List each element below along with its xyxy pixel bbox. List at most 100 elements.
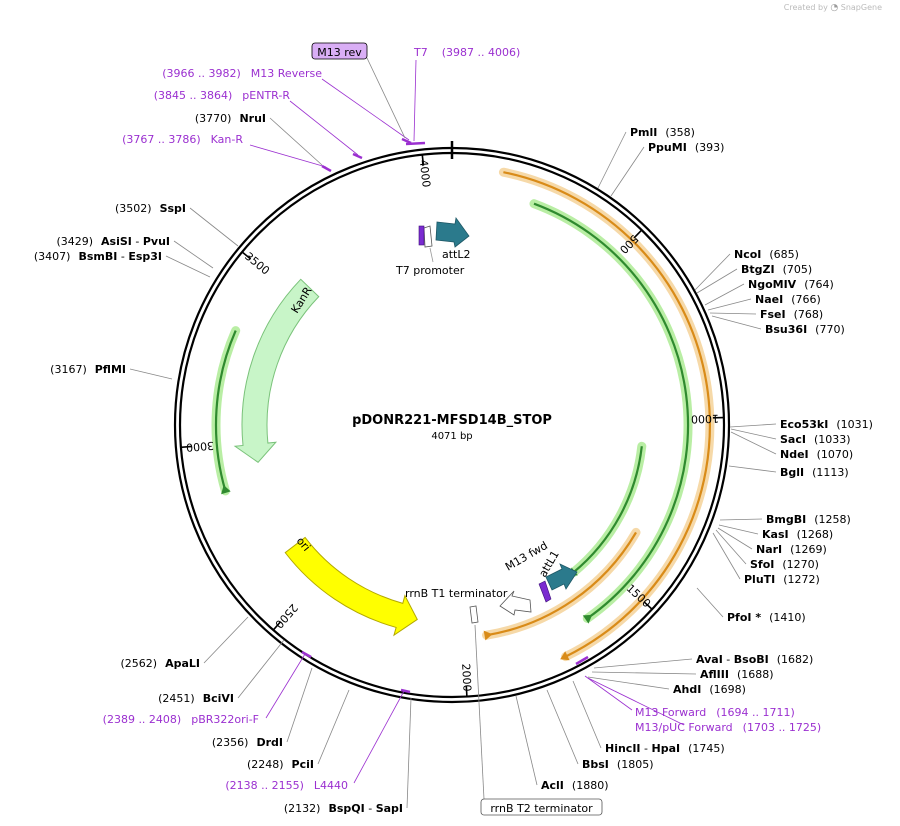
primer-label-left[interactable]: (3966 .. 3982)M13 Reverse <box>162 67 322 80</box>
enzyme-site-label-left[interactable]: (2562)ApaLI <box>121 657 201 670</box>
enzyme-site-label-left[interactable]: (2132)BspQI - SapI <box>284 802 403 815</box>
primer-label-right[interactable]: M13/pUC Forward(1703 .. 1725) <box>635 721 821 734</box>
feature-arc[interactable] <box>503 171 711 658</box>
leader-line <box>165 255 211 278</box>
leader-line <box>719 518 763 521</box>
enzyme-site-label-right[interactable]: PfoI *(1410) <box>727 611 806 624</box>
tick-label: 1000 <box>691 412 719 426</box>
enzyme-site-label-left[interactable]: (2356)DrdI <box>212 736 283 749</box>
leader-line <box>366 57 406 139</box>
kanr-feature[interactable] <box>233 278 320 464</box>
attl2-label: attL2 <box>442 248 471 261</box>
enzyme-site-label-left[interactable]: (3407)BsmBI - Esp3I <box>34 250 162 263</box>
enzyme-site-label-right[interactable]: NaeI(766) <box>755 293 821 306</box>
leader-line <box>730 431 777 455</box>
t7-promoter-feature[interactable] <box>423 225 433 248</box>
tick-label: 4000 <box>417 159 433 188</box>
leader-line <box>709 312 757 315</box>
leader-line <box>173 240 214 269</box>
ori-feature[interactable] <box>284 536 418 637</box>
leader-line <box>546 689 579 765</box>
leader-line <box>353 690 405 784</box>
enzyme-site-label-right[interactable]: PpuMI(393) <box>648 141 724 154</box>
rrnb-t1-terminator-feature[interactable] <box>469 590 532 624</box>
primer-label-left[interactable]: (2389 .. 2408)pBR322ori-F <box>103 713 259 726</box>
primer-label-right[interactable]: M13 Forward(1694 .. 1711) <box>635 706 795 719</box>
leader-line <box>717 527 753 550</box>
enzyme-site-label-left[interactable]: (3429)AsiSI - PvuI <box>56 235 170 248</box>
enzyme-site-label-right[interactable]: AvaI - BsoBI(1682) <box>696 653 813 666</box>
primer-site-mark <box>400 688 411 694</box>
rrnb-t2-terminator-box-label: rrnB T2 terminator <box>490 802 593 815</box>
primer-label-left[interactable]: (2138 .. 2155)L4440 <box>225 779 348 792</box>
tick-mark <box>465 685 468 697</box>
rrnb-t1-terminator-label: rrnB T1 terminator <box>405 587 508 600</box>
leader-line <box>286 667 313 743</box>
primer-site-mark <box>352 152 363 160</box>
enzyme-site-label-right[interactable]: Eco53kI(1031) <box>780 418 873 431</box>
enzyme-site-label-right[interactable]: NgoMIV(764) <box>748 278 834 291</box>
enzyme-site-label-left[interactable]: (3770)NruI <box>195 112 266 125</box>
feature-arrowhead <box>582 614 593 624</box>
enzyme-site-label-right[interactable]: BbsI(1805) <box>582 758 653 771</box>
leader-line <box>584 675 633 711</box>
leader-line <box>591 671 697 675</box>
primer-label-left[interactable]: (3845 .. 3864)pENTR-R <box>154 89 291 102</box>
primer-site-mark <box>301 650 312 659</box>
m13-forward-site-mark <box>575 655 589 666</box>
leader-line <box>413 59 417 142</box>
tick-mark <box>272 621 282 631</box>
leader-line <box>474 624 485 800</box>
m13-rev-box[interactable]: M13 rev <box>311 42 368 60</box>
enzyme-site-label-right[interactable]: AclI(1880) <box>541 779 608 792</box>
enzyme-site-label-right[interactable]: AflIII(1688) <box>700 668 774 681</box>
plasmid-length: 4071 bp <box>431 431 472 442</box>
enzyme-site-label-left[interactable]: (2451)BciVI <box>158 692 234 705</box>
enzyme-site-label-left[interactable]: (3502)SspI <box>115 202 186 215</box>
tick-mark <box>633 229 643 239</box>
enzyme-site-label-right[interactable]: NarI(1269) <box>756 543 827 556</box>
leader-line <box>730 428 777 440</box>
enzyme-site-label-right[interactable]: AhdI(1698) <box>673 683 746 696</box>
leader-line <box>203 616 249 664</box>
enzyme-site-label-right[interactable]: Bsu36I(770) <box>765 323 845 336</box>
t7-primer-label[interactable]: T7(3987 .. 4006) <box>413 46 520 59</box>
snapgene-logo-icon: ◔ <box>830 3 839 13</box>
leader-line <box>694 253 731 291</box>
m13-rev-box-label: M13 rev <box>317 46 362 59</box>
enzyme-site-label-right[interactable]: FseI(768) <box>760 308 823 321</box>
leader-line <box>728 465 777 473</box>
site-marks <box>301 137 589 694</box>
feature-arc[interactable] <box>533 202 690 620</box>
enzyme-site-label-left[interactable]: (3167)PflMI <box>50 363 126 376</box>
tick-label: 2000 <box>459 663 473 692</box>
feature-arc[interactable] <box>486 531 637 637</box>
enzyme-site-label-right[interactable]: SfoI(1270) <box>750 558 819 571</box>
enzyme-site-label-left[interactable]: (2248)PciI <box>247 758 314 771</box>
enzyme-site-label-right[interactable]: PmlI(358) <box>630 126 695 139</box>
enzyme-site-label-right[interactable]: BtgZI(705) <box>741 263 812 276</box>
leader-line <box>572 680 602 749</box>
site-labels: PmlI(358) PpuMI(393) NcoI(685) BtgZI(705) Ng… <box>34 46 873 815</box>
feature-arc[interactable] <box>214 330 237 492</box>
primer-label-left[interactable]: (3767 .. 3786)Kan-R <box>122 133 243 146</box>
enzyme-site-label-right[interactable]: SacI(1033) <box>780 433 851 446</box>
enzyme-site-label-right[interactable]: NdeI(1070) <box>780 448 853 461</box>
leader-line <box>321 78 410 141</box>
attl1-feature[interactable] <box>545 563 578 591</box>
m13-fwd-feature[interactable] <box>538 580 552 603</box>
enzyme-site-label-right[interactable]: PluTI(1272) <box>744 573 820 586</box>
rrnb-t2-terminator-box[interactable]: rrnB T2 terminator <box>480 798 603 816</box>
attl2-feature[interactable] <box>435 216 470 248</box>
backbone <box>173 141 731 704</box>
leader-line <box>729 423 777 428</box>
feature-arc[interactable] <box>572 446 643 574</box>
enzyme-site-label-right[interactable]: KasI(1268) <box>762 528 833 541</box>
enzyme-site-label-right[interactable]: HincII - HpaI(1745) <box>605 742 725 755</box>
enzyme-site-label-right[interactable]: BmgBI(1258) <box>766 513 851 526</box>
leader-line <box>249 144 327 168</box>
enzyme-site-label-right[interactable]: NcoI(685) <box>734 248 799 261</box>
enzyme-site-label-right[interactable]: BglI(1113) <box>780 466 849 479</box>
